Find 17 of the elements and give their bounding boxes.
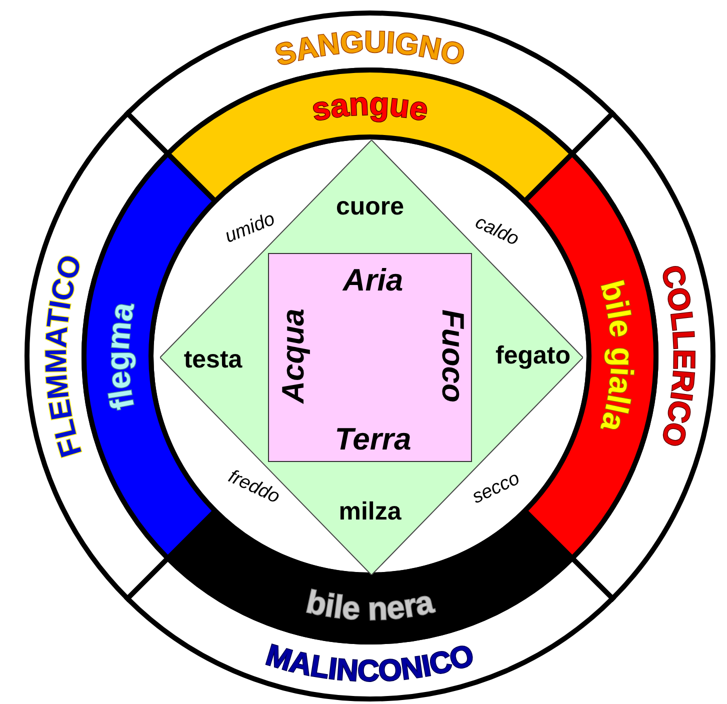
humor-label: sangue [308, 86, 432, 128]
humor-label: bile nera [303, 583, 437, 627]
organ-label: fegato [496, 344, 570, 368]
quality-label: secco [470, 468, 522, 508]
organ-label: milza [338, 500, 402, 524]
quality-label: caldo [472, 212, 522, 250]
element-square [268, 253, 472, 462]
quality-label: umido [222, 210, 278, 246]
organ-label: testa [184, 348, 242, 372]
element-label: Terra [334, 424, 412, 454]
organ-label: cuore [336, 194, 404, 220]
element-label: Acqua [278, 308, 308, 404]
quality-label: freddo [226, 467, 282, 507]
temperament-label: SANGUIGNO [272, 26, 468, 73]
temperament-label: MALINCONICO [262, 638, 478, 688]
element-label: Aria [342, 264, 404, 296]
element-label: Fuoco [438, 310, 468, 402]
